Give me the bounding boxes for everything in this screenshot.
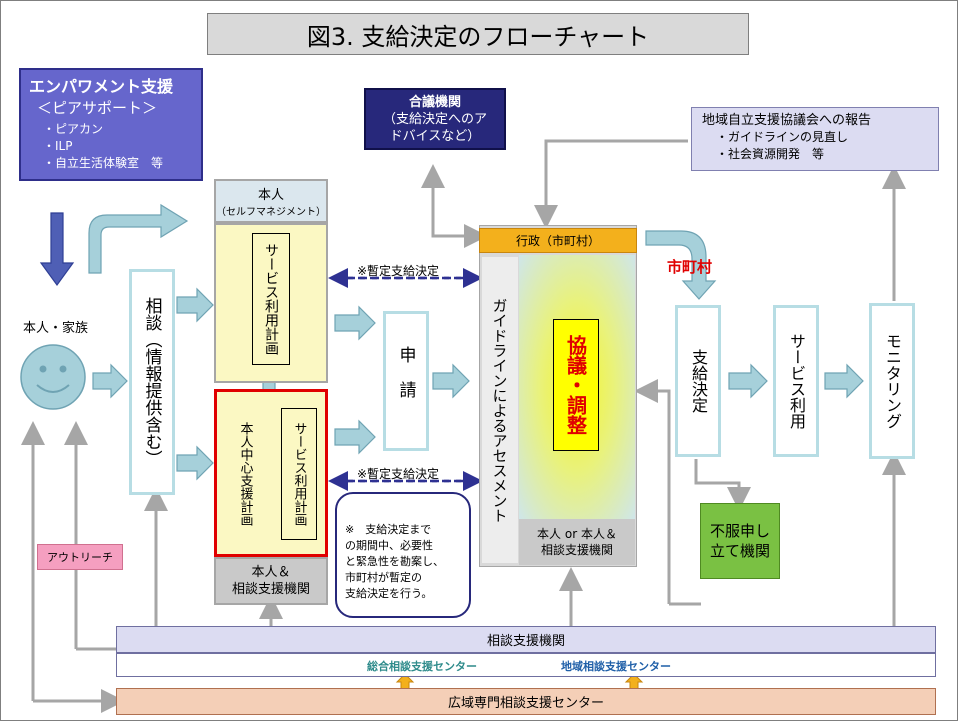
person-support-org-box: 本人＆ 相談支援機関 [214,557,328,605]
support-org-bar: 相談支援機関 [116,626,936,653]
service-use-text: サービス利用 [787,333,806,429]
centers-row: 総合相談支援センター 地域相談支援センター [116,653,936,677]
admin-header-text: 行政（市町村） [515,234,600,248]
application-box: 申請 [383,311,429,451]
provisional-note-text: ※ 支給決定まで の期間中、必要性 と緊急性を勘案し、 市町村が暫定の 支給決定… [345,523,444,600]
council-title: 合議機関 [408,94,461,110]
application-text: 申請 [395,346,416,416]
person-centered-text: 本人中心支援計画 [237,422,253,526]
negotiation-box: 協議・調整 [553,319,599,451]
person-family-label: 本人・家族 [23,321,89,336]
regional-center-label: 地域相談支援センター [561,660,671,673]
municipality-label: 市町村 [667,258,713,276]
council-desc: （支給決定へのア ドバイスなど） [382,111,487,144]
provisional-note-box: ※ 支給決定まで の期間中、必要性 と緊急性を勘案し、 市町村が暫定の 支給決定… [335,492,471,618]
report-item: ・ガイドラインの見直し [716,130,849,144]
appeal-text: 不服申し立て機関 [709,522,770,560]
empowerment-item: ・ILP [43,139,73,153]
report-box: 地域自立支援協議会への報告 ・ガイドラインの見直し ・社会資源開発 等 [691,107,939,171]
assessment-parties-text: 本人 or 本人＆ 相談支援機関 [537,527,617,557]
service-plan-top-box: サービス利用計画 [214,223,328,383]
service-plan-bottom-inner: サービス利用計画 [281,408,317,540]
wide-area-center-bar: 広域専門相談支援センター [116,688,936,715]
council-box: 合議機関 （支給決定へのア ドバイスなど） [364,88,506,150]
support-org-text: 相談支援機関 [486,634,565,649]
service-plan-top-inner: サービス利用計画 [252,233,290,365]
provisional-label-top: ※暫定支給決定 [357,264,440,278]
empowerment-subtitle: ＜ピアサポート＞ [37,99,158,117]
person-centered-text-wrap: 本人中心支援計画 [229,410,261,538]
guideline-assessment-column: ガイドラインによるアセスメント [482,257,518,563]
service-plan-top-text: サービス利用計画 [263,243,279,355]
general-center-label: 総合相談支援センター [367,660,477,673]
person-support-org-text: 本人＆ 相談支援機関 [231,565,310,597]
empowerment-title: エンパワメント支援 [29,77,174,96]
service-use-box: サービス利用 [773,305,819,457]
guideline-assessment-text: ガイドラインによるアセスメント [490,297,509,523]
wide-area-center-text: 広域専門相談支援センター [447,696,604,711]
empowerment-support-box: エンパワメント支援 ＜ピアサポート＞ ・ピアカン ・ILP ・自立生活体験室 等 [19,68,203,181]
monitoring-box: モニタリング [869,303,915,459]
smiley-face-icon [19,343,87,411]
outreach-box: アウトリーチ [37,544,123,570]
consultation-text: 相談（情報提供含む） [141,297,162,467]
appeal-box: 不服申し立て機関 [700,503,780,579]
decision-box: 支給決定 [675,305,721,457]
negotiation-text: 協議・調整 [563,335,588,435]
report-item: ・社会資源開発 等 [716,147,825,161]
admin-header: 行政（市町村） [479,228,637,253]
consultation-box: 相談（情報提供含む） [129,269,175,495]
empowerment-item: ・ピアカン [43,122,104,136]
assessment-parties-box: 本人 or 本人＆ 相談支援機関 [519,519,635,565]
decision-text: 支給決定 [689,349,708,413]
page-title-text: 図3. 支給決定のフローチャート [306,22,650,51]
self-management-box: 本人 （セルフマネジメント） [214,179,328,223]
self-management-title: 本人 [257,188,284,203]
provisional-label-bottom: ※暫定支給決定 [357,467,440,481]
empowerment-item: ・自立生活体験室 等 [43,156,164,170]
self-management-sub: （セルフマネジメント） [216,207,326,218]
person-centered-plan-box: 本人中心支援計画 サービス利用計画 [214,389,328,557]
monitoring-text: モニタリング [883,333,902,429]
service-plan-bottom-text: サービス利用計画 [291,422,307,526]
page-title: 図3. 支給決定のフローチャート [207,13,749,55]
outreach-text: アウトリーチ [47,551,113,564]
report-title: 地域自立支援協議会への報告 [702,113,872,128]
